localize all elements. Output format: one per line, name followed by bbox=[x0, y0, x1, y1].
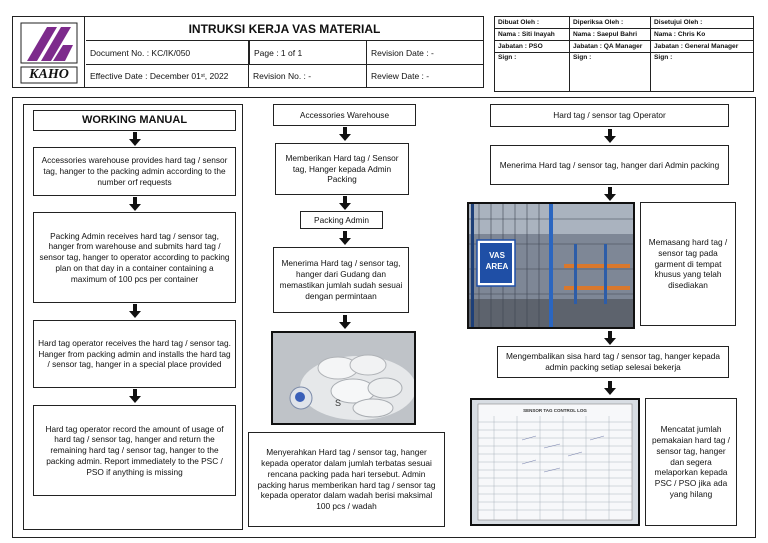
revision-date: Revision Date : - bbox=[367, 41, 483, 65]
arrow-down-icon bbox=[129, 304, 141, 318]
warehouse-step: Memberikan Hard tag / Sensor tag, Hanger… bbox=[275, 143, 409, 195]
arrow-down-icon bbox=[339, 127, 351, 141]
manual-step-1: Accessories warehouse provides hard tag … bbox=[33, 147, 236, 196]
arrow-down-icon bbox=[339, 196, 351, 210]
return-step: Mengembalikan sisa hard tag / sensor tag… bbox=[497, 346, 729, 378]
review-date: Review Date : - bbox=[367, 65, 483, 87]
record-step: Mencatat jumlah pemakaian hard tag / sen… bbox=[645, 398, 737, 526]
revision-number: Revision No. : - bbox=[249, 65, 367, 87]
effective-date-prefix: Effective Date : December 01 bbox=[90, 71, 201, 81]
vas-sign-text: VAS AREA bbox=[482, 250, 512, 272]
company-logo: KAHO bbox=[13, 17, 85, 87]
arrow-down-icon bbox=[604, 129, 616, 143]
control-log-title: SENSOR TAG CONTROL LOG bbox=[472, 408, 638, 413]
arrow-down-icon bbox=[604, 331, 616, 345]
approval-sign-approver: Sign : bbox=[650, 52, 754, 92]
admin-label: Packing Admin bbox=[300, 211, 383, 229]
manual-step-4: Hard tag operator record the amount of u… bbox=[33, 405, 236, 496]
arrow-down-icon bbox=[129, 389, 141, 403]
approval-sign-checker: Sign : bbox=[569, 52, 651, 92]
document-number: Document No. : KC/IK/050 bbox=[86, 41, 249, 65]
svg-text:S: S bbox=[335, 398, 341, 408]
arrow-down-icon bbox=[129, 132, 141, 146]
arrow-down-icon bbox=[339, 315, 351, 329]
admin-step: Menerima Hard tag / sensor tag, hanger d… bbox=[273, 247, 409, 313]
arrow-down-icon bbox=[129, 197, 141, 211]
warehouse-label: Accessories Warehouse bbox=[273, 104, 416, 126]
operator-label: Hard tag / sensor tag Operator bbox=[490, 104, 729, 127]
manual-step-3: Hard tag operator receives the hard tag … bbox=[33, 320, 236, 388]
effective-date-suffix: , 2022 bbox=[205, 71, 229, 81]
approval-table: Dibuat Oleh : Diperiksa Oleh : Disetujui… bbox=[494, 16, 754, 92]
logo-text: KAHO bbox=[21, 67, 77, 83]
document-title: INTRUKSI KERJA VAS MATERIAL bbox=[86, 17, 483, 41]
operator-receive-step: Menerima Hard tag / sensor tag, hanger d… bbox=[490, 145, 729, 185]
approval-sign-creator: Sign : bbox=[494, 52, 570, 92]
install-step: Memasang hard tag / sensor tag pada garm… bbox=[640, 202, 736, 326]
arrow-down-icon bbox=[339, 231, 351, 245]
page-number: Page : 1 of 1 bbox=[249, 41, 367, 65]
hard-tag-bag-photo: S bbox=[271, 331, 416, 425]
control-log-image bbox=[472, 400, 638, 524]
handover-step: Menyerahkan Hard tag / sensor tag, hange… bbox=[248, 432, 445, 527]
hard-tags-image: S bbox=[273, 333, 414, 423]
working-manual-title: WORKING MANUAL bbox=[33, 110, 236, 131]
arrow-down-icon bbox=[604, 381, 616, 395]
arrow-down-icon bbox=[604, 187, 616, 201]
control-log-photo: SENSOR TAG CONTROL LOG bbox=[470, 398, 640, 526]
manual-step-2: Packing Admin receives hard tag / sensor… bbox=[33, 212, 236, 303]
vas-area-photo: VAS AREA bbox=[467, 202, 635, 329]
